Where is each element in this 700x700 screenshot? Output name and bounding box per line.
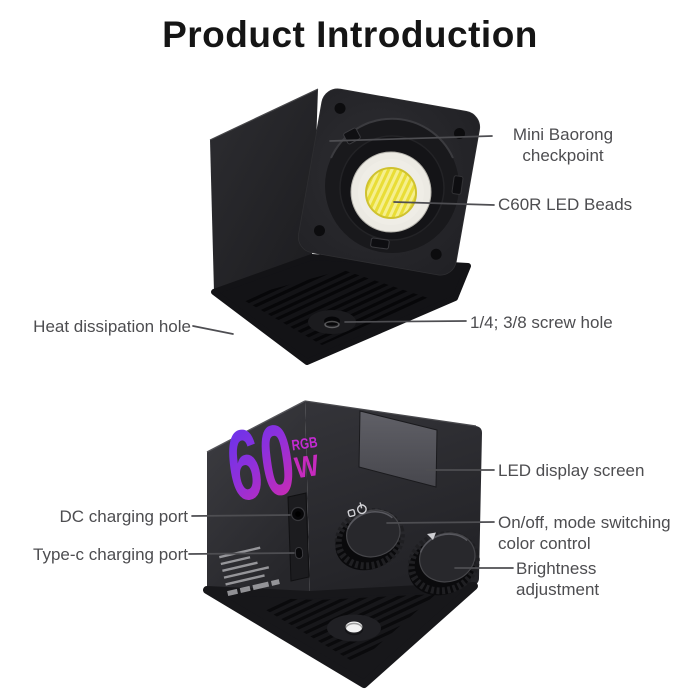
spec-text-lines: [219, 546, 280, 596]
light-cube-front-view: [209, 88, 481, 365]
brightness-knob: [407, 531, 480, 596]
cube-left-face: [210, 89, 318, 292]
page-title: Product Introduction: [162, 14, 538, 55]
type-c-charging-port: [294, 547, 304, 559]
power-mode-icon: [347, 502, 367, 518]
leader-heat-dissipation: [192, 325, 234, 335]
c60r-led-cob: [366, 168, 416, 218]
rgb-badge: RGB: [291, 434, 319, 454]
led-cob-hatch: [366, 168, 416, 218]
label-on-off-mode-switching: On/off, mode switching color control: [498, 513, 671, 553]
tripod-screw-hole: [324, 316, 340, 326]
led-display-screen: [358, 410, 438, 488]
edge-highlight: [209, 88, 319, 141]
port-panel: [287, 492, 310, 582]
label-screw-hole: 1/4; 3/8 screw hole: [470, 313, 613, 332]
label-mini-baorong-checkpoint: Mini Baorong checkpoint: [512, 125, 614, 165]
corner-screw-hole: [430, 248, 442, 260]
label-brightness-adjustment: Brightness adjustment: [516, 559, 600, 599]
screw-hole-glint: [324, 320, 340, 329]
label-c60r-led-beads: C60R LED Beads: [498, 195, 633, 214]
light-cube-back-view: 60 RGB W: [203, 400, 482, 688]
corner-screw-hole: [334, 102, 346, 114]
leader-on-off: [386, 521, 495, 524]
label-type-c-charging-port: Type-c charging port: [33, 545, 188, 564]
edge-highlight: [206, 400, 306, 453]
wattage-unit: W: [293, 449, 322, 485]
leader-type-c-port: [188, 552, 295, 555]
leader-dc-port: [191, 514, 291, 517]
edge-highlight: [304, 400, 477, 427]
certification-marks-icon: [227, 579, 280, 596]
brightness-arrow-icon: [427, 532, 436, 540]
led-cob-rim: [365, 167, 417, 219]
tripod-screw-hole-bright: [345, 621, 363, 633]
leader-screw-hole: [344, 320, 467, 323]
label-led-display-screen: LED display screen: [498, 461, 645, 480]
mount-bottom-tab: [370, 237, 390, 250]
cube-bottom-face: [211, 254, 471, 365]
corner-screw-hole: [313, 225, 325, 237]
label-dc-charging-port: DC charging port: [59, 507, 188, 526]
dc-port-pin: [295, 511, 301, 517]
screw-hole-shade: [344, 622, 364, 636]
leader-lines: [188, 135, 514, 569]
mount-side-tab: [451, 175, 464, 195]
leader-c60r: [393, 201, 495, 206]
label-heat-dissipation-hole: Heat dissipation hole: [33, 317, 191, 336]
leader-mini-baorong: [329, 135, 493, 142]
cube-left-face-60w: [207, 401, 310, 595]
